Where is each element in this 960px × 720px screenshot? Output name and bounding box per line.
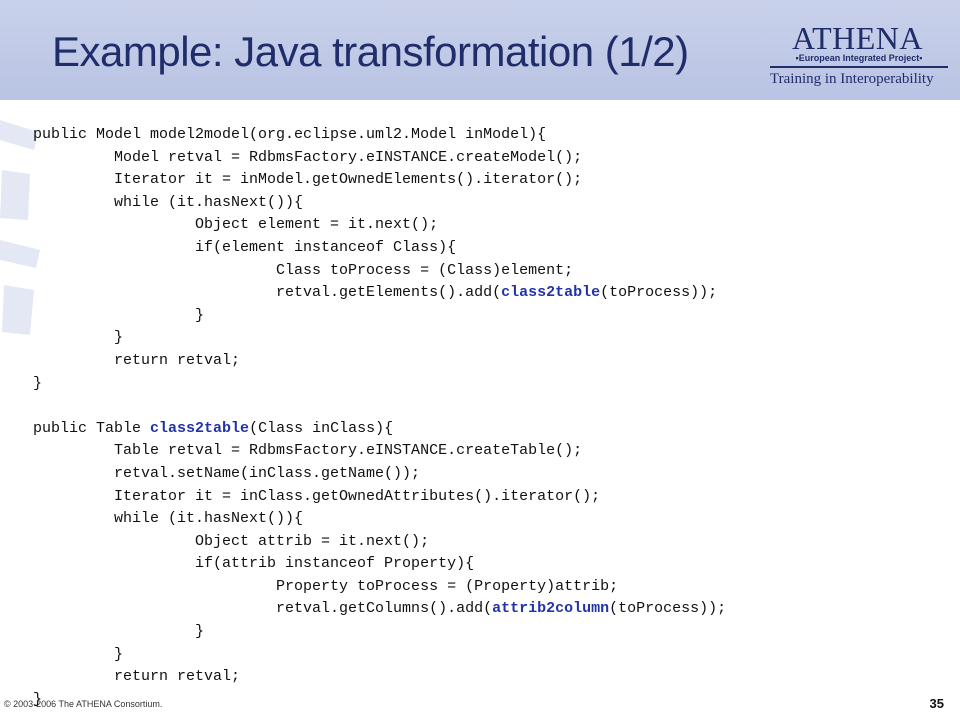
- code-line: while (it.hasNext()){: [33, 192, 726, 215]
- code-method-highlight: attrib2column: [492, 600, 610, 618]
- code-text: Object element = it.next();: [33, 216, 439, 234]
- code-text: Class toProcess = (Class)element;: [33, 261, 574, 279]
- logo-name: ATHENA: [792, 20, 923, 56]
- athena-logo: ATHENA ▪European Integrated Project▪ Tra…: [770, 20, 948, 92]
- code-line: while (it.hasNext()){: [33, 508, 726, 531]
- page-number: 35: [929, 696, 944, 711]
- code-line: Iterator it = inClass.getOwnedAttributes…: [33, 486, 726, 509]
- code-line: if(attrib instanceof Property){: [33, 553, 726, 576]
- code-text: return retval;: [33, 668, 241, 686]
- code-line: if(element instanceof Class){: [33, 237, 726, 260]
- watermark-decoration: [0, 120, 40, 335]
- code-text: }: [33, 623, 205, 641]
- code-line: public Model model2model(org.eclipse.uml…: [33, 124, 726, 147]
- code-text: return retval;: [33, 351, 241, 369]
- code-line: Model retval = RdbmsFactory.eINSTANCE.cr…: [33, 147, 726, 170]
- code-line: }: [33, 305, 726, 328]
- code-method-highlight: class2table: [501, 284, 601, 302]
- code-text: (toProcess));: [600, 284, 718, 302]
- code-line: [33, 395, 726, 418]
- code-line: Iterator it = inModel.getOwnedElements()…: [33, 169, 726, 192]
- code-line: return retval;: [33, 350, 726, 373]
- code-text: (toProcess));: [609, 600, 727, 618]
- code-line: Property toProcess = (Property)attrib;: [33, 576, 726, 599]
- code-line: }: [33, 644, 726, 667]
- code-text: Object attrib = it.next();: [33, 532, 430, 550]
- code-text: if(attrib instanceof Property){: [33, 555, 475, 573]
- code-method-highlight: class2table: [150, 419, 250, 437]
- code-line: }: [33, 689, 726, 712]
- code-text: }: [33, 329, 124, 347]
- code-text: }: [33, 306, 205, 324]
- code-text: while (it.hasNext()){: [33, 193, 304, 211]
- code-text: Iterator it = inModel.getOwnedElements()…: [33, 171, 583, 189]
- code-line: }: [33, 327, 726, 350]
- code-text: Model retval = RdbmsFactory.eINSTANCE.cr…: [33, 148, 583, 166]
- code-line: }: [33, 621, 726, 644]
- code-text: if(element instanceof Class){: [33, 238, 457, 256]
- logo-subtitle: ▪European Integrated Project▪: [795, 53, 923, 63]
- code-text: }: [33, 645, 124, 663]
- code-line: Object attrib = it.next();: [33, 531, 726, 554]
- code-line: }: [33, 373, 726, 396]
- code-text: while (it.hasNext()){: [33, 510, 304, 528]
- code-line: retval.getElements().add(class2table(toP…: [33, 282, 726, 305]
- code-line: Table retval = RdbmsFactory.eINSTANCE.cr…: [33, 440, 726, 463]
- code-text: }: [33, 690, 43, 708]
- code-line: public Table class2table(Class inClass){: [33, 418, 726, 441]
- code-line: retval.getColumns().add(attrib2column(to…: [33, 598, 726, 621]
- code-text: retval.getColumns().add(: [33, 600, 493, 618]
- slide-header: Example: Java transformation (1/2) ATHEN…: [0, 0, 960, 100]
- code-line: return retval;: [33, 666, 726, 689]
- code-text: Iterator it = inClass.getOwnedAttributes…: [33, 487, 601, 505]
- code-line: retval.setName(inClass.getName());: [33, 463, 726, 486]
- code-text: Table retval = RdbmsFactory.eINSTANCE.cr…: [33, 442, 583, 460]
- logo-divider: [770, 66, 948, 68]
- code-text: public Model model2model(org.eclipse.uml…: [33, 126, 547, 143]
- code-line: Class toProcess = (Class)element;: [33, 260, 726, 283]
- code-text: Property toProcess = (Property)attrib;: [33, 577, 619, 595]
- code-text: (Class inClass){: [249, 419, 394, 437]
- slide-title: Example: Java transformation (1/2): [52, 28, 689, 75]
- code-block: public Model model2model(org.eclipse.uml…: [33, 124, 726, 711]
- code-line: Object element = it.next();: [33, 214, 726, 237]
- code-text: retval.setName(inClass.getName());: [33, 464, 421, 482]
- copyright-footer: © 2003-2006 The ATHENA Consortium.: [4, 699, 163, 709]
- code-text: retval.getElements().add(: [33, 284, 502, 302]
- code-text: public Table: [33, 419, 151, 437]
- code-text: }: [33, 374, 43, 392]
- logo-tagline: Training in Interoperability: [770, 71, 934, 87]
